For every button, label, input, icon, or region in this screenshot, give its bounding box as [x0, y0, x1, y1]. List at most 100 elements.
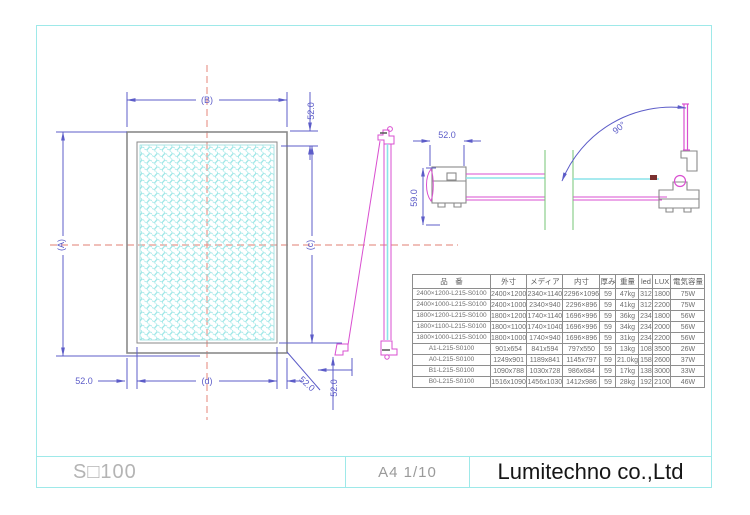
spec-table-cell: 2200	[652, 332, 672, 344]
section-dimensions	[413, 105, 687, 226]
front-view-dimensions	[56, 92, 353, 410]
spec-table-cell: 2296×1096	[562, 288, 601, 300]
spec-table-cell: 312	[638, 288, 654, 300]
spec-table-cell: 2100	[652, 376, 672, 388]
spec-table-header-cell: 電気容量	[670, 274, 706, 289]
spec-table-cell: 1249x901	[489, 354, 528, 366]
spec-table-cell: 59	[599, 365, 617, 377]
break-lines	[544, 150, 574, 230]
company-name: Lumitechno co.,Ltd	[497, 459, 684, 484]
hinge-circle	[673, 174, 687, 188]
section-left-profile	[431, 166, 467, 208]
spec-table-cell: 1456x1030	[526, 376, 564, 388]
profile-body	[431, 166, 467, 204]
dim-label-a: (A)	[56, 239, 66, 251]
dim-value-section-depth: 59.0	[409, 189, 419, 207]
spec-table-cell: 1145x797	[562, 354, 601, 366]
side-view-details	[380, 132, 390, 351]
spec-table-header-cell: 外寸	[489, 274, 528, 289]
spec-table-cell: 841x594	[526, 343, 564, 355]
sheet-size-scale: A4 1/10	[345, 457, 470, 487]
spec-table-cell: 59	[599, 310, 617, 322]
dim-value-inset-bottom-left: 52.0	[75, 376, 93, 386]
side-top-profile	[377, 129, 395, 145]
spec-table-header-cell: LUX	[652, 274, 672, 289]
spec-table-cell: 1800×1200-L215-S0100	[412, 310, 491, 322]
led-lens	[426, 167, 434, 203]
section-panel-lines-left	[466, 173, 545, 201]
spec-table-cell: 192	[638, 376, 654, 388]
spec-table-cell: 2400×1000-L215-S0100	[412, 299, 491, 311]
section-right-profile	[658, 150, 700, 213]
dim-value-corner-diagonal: 52.0	[297, 374, 317, 393]
spec-table-cell: 28kg	[615, 376, 640, 388]
model-code: S□100	[73, 460, 137, 483]
spec-table-cell: 2340×1140	[526, 288, 564, 300]
profile-tab	[665, 208, 674, 213]
spec-table-cell: 138	[638, 365, 654, 377]
dim-value-section-width: 52.0	[438, 130, 456, 140]
open-door-flap	[682, 103, 690, 151]
profile-tab	[683, 208, 692, 213]
spec-table-cell: 1740×1140	[526, 310, 564, 322]
spec-table-cell: A1-L215-S0100	[412, 343, 491, 355]
spec-table-cell: 2340×940	[526, 299, 564, 311]
spec-table-cell: 1800×1000-L215-S0100	[412, 332, 491, 344]
spec-table-cell: 1516x1090	[489, 376, 528, 388]
spec-table-cell: 75W	[670, 299, 706, 311]
spec-table-cell: 3500	[652, 343, 672, 355]
dim-value-inset-top: 52.0	[306, 102, 316, 120]
spec-table-cell: 234	[638, 310, 654, 322]
spec-table-header-cell: 内寸	[562, 274, 601, 289]
spec-table-cell: 46W	[670, 376, 706, 388]
spec-table-cell: 1696×996	[562, 310, 601, 322]
spec-table-cell: B0-L215-S0100	[412, 376, 491, 388]
spec-table-cell: 1800×1100	[489, 321, 528, 333]
spec-table-header-cell: 品 番	[412, 274, 491, 289]
spec-table-header-cell: 厚み	[599, 274, 617, 289]
spec-table-cell: 2400×1200	[489, 288, 528, 300]
spec-table-cell: 31kg	[615, 332, 640, 344]
spec-table-cell: 1740×1040	[526, 321, 564, 333]
dim-value-corner-vertical: 52.0	[329, 379, 339, 397]
spec-table-cell: 21.0kg	[615, 354, 640, 366]
spec-table-cell: 56W	[670, 310, 706, 322]
dim-label-b: (B)	[201, 95, 213, 105]
spec-table-cell: 36kg	[615, 310, 640, 322]
spec-table-cell: 47kg	[615, 288, 640, 300]
spec-table-cell: 986x684	[562, 365, 601, 377]
spec-table-cell: 59	[599, 299, 617, 311]
side-top-roller	[387, 126, 393, 132]
spec-table-cell: B1-L215-S0100	[412, 365, 491, 377]
spec-table-cell: 34kg	[615, 321, 640, 333]
spec-table-cell: 2200	[652, 299, 672, 311]
spec-table-cell: 1800	[652, 310, 672, 322]
spec-table-cell: 3000	[652, 365, 672, 377]
spec-table-cell: 56W	[670, 321, 706, 333]
profile-body	[658, 181, 700, 209]
spec-table-cell: 1800×1100-L215-S0100	[412, 321, 491, 333]
spec-table-cell: 1696×996	[562, 321, 601, 333]
honeycomb-panel	[139, 144, 275, 341]
side-view	[334, 126, 398, 360]
spec-table-cell: 901x654	[489, 343, 528, 355]
side-bottom-roller	[384, 354, 390, 360]
section-panel-lines-right	[573, 196, 667, 201]
spec-table-cell: 1740×940	[526, 332, 564, 344]
spec-table-cell: 2400×1000	[489, 299, 528, 311]
spec-table-cell: 2296×896	[562, 299, 601, 311]
title-block: S□100 A4 1/10 Lumitechno co.,Ltd	[36, 456, 712, 488]
dim-value-open-angle: 90°	[611, 119, 628, 136]
spec-table-cell: 2000	[652, 321, 672, 333]
spec-table-cell: 234	[638, 332, 654, 344]
outer-frame	[126, 131, 288, 354]
front-view	[126, 131, 288, 354]
